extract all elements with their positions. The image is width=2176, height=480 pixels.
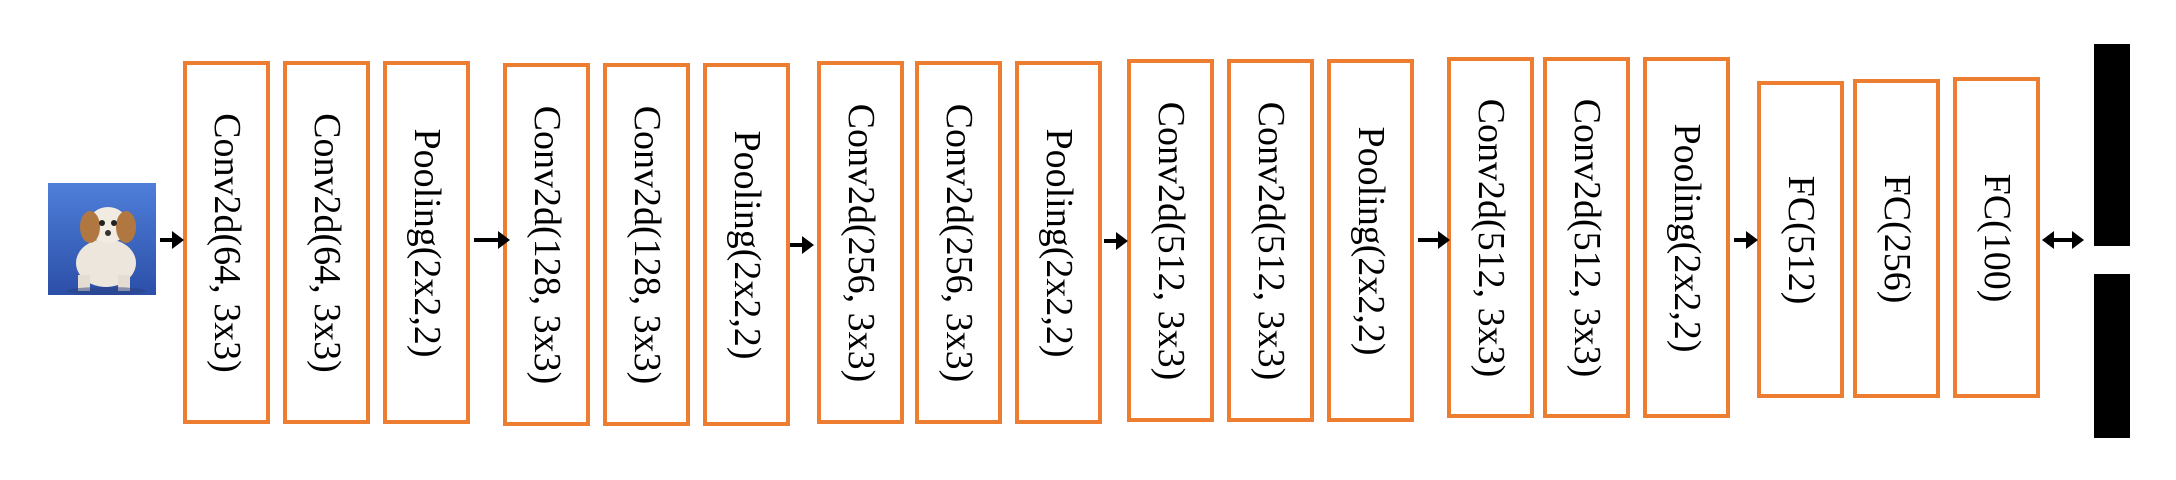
layer-label: Conv2d(64, 3x3) bbox=[205, 112, 248, 373]
layer-label: Pooling(2x2,2) bbox=[1037, 127, 1080, 358]
output-bar-highlight bbox=[2094, 246, 2130, 274]
layer-box-9: Pooling(2x2,2) bbox=[1015, 61, 1102, 424]
layer-box-14: Conv2d(512, 3x3) bbox=[1543, 57, 1630, 418]
layer-label: FC(512) bbox=[1779, 175, 1822, 304]
layer-box-6: Pooling(2x2,2) bbox=[703, 63, 790, 426]
layer-box-4: Conv2d(128, 3x3) bbox=[503, 63, 590, 426]
layer-label: Conv2d(512, 3x3) bbox=[1565, 98, 1608, 377]
layer-box-18: FC(100) bbox=[1953, 77, 2040, 398]
arrow-block5-to-fc bbox=[1734, 231, 1758, 249]
layer-label: FC(256) bbox=[1875, 174, 1918, 303]
layer-box-10: Conv2d(512, 3x3) bbox=[1127, 59, 1214, 422]
layer-label: Pooling(2x2,2) bbox=[725, 129, 768, 360]
output-bar bbox=[2094, 44, 2130, 438]
input-image-dog-icon bbox=[48, 183, 156, 295]
layer-box-11: Conv2d(512, 3x3) bbox=[1227, 59, 1314, 422]
layer-box-1: Conv2d(64, 3x3) bbox=[183, 61, 270, 424]
layer-label: Conv2d(256, 3x3) bbox=[839, 103, 882, 382]
layer-label: Pooling(2x2,2) bbox=[405, 127, 448, 358]
layer-label: Conv2d(128, 3x3) bbox=[625, 105, 668, 384]
layer-box-12: Pooling(2x2,2) bbox=[1327, 59, 1414, 422]
arrow-input-to-block1 bbox=[160, 231, 184, 249]
layer-label: Conv2d(64, 3x3) bbox=[305, 112, 348, 373]
layer-label: Conv2d(256, 3x3) bbox=[937, 103, 980, 382]
layer-label: Conv2d(512, 3x3) bbox=[1469, 98, 1512, 377]
layer-box-16: FC(512) bbox=[1757, 81, 1844, 398]
layer-label: Pooling(2x2,2) bbox=[1665, 122, 1708, 353]
arrow-block1-to-block2 bbox=[474, 231, 510, 249]
layer-box-3: Pooling(2x2,2) bbox=[383, 61, 470, 424]
layer-label: Pooling(2x2,2) bbox=[1349, 125, 1392, 356]
arrow-block3-to-block4 bbox=[1104, 232, 1128, 250]
layer-label: Conv2d(512, 3x3) bbox=[1249, 101, 1292, 380]
arrow-block4-to-block5 bbox=[1418, 231, 1450, 249]
layer-box-15: Pooling(2x2,2) bbox=[1643, 57, 1730, 418]
arrow-block2-to-block3 bbox=[790, 236, 814, 254]
layer-box-7: Conv2d(256, 3x3) bbox=[817, 61, 904, 424]
layer-box-13: Conv2d(512, 3x3) bbox=[1447, 57, 1534, 418]
layer-box-5: Conv2d(128, 3x3) bbox=[603, 63, 690, 426]
arrow-fc-to-output bbox=[2042, 231, 2084, 249]
layer-box-2: Conv2d(64, 3x3) bbox=[283, 61, 370, 424]
layer-label: Conv2d(512, 3x3) bbox=[1149, 101, 1192, 380]
layer-box-17: FC(256) bbox=[1853, 79, 1940, 398]
layer-box-8: Conv2d(256, 3x3) bbox=[915, 61, 1002, 424]
layer-label: Conv2d(128, 3x3) bbox=[525, 105, 568, 384]
layer-label: FC(100) bbox=[1975, 173, 2018, 302]
